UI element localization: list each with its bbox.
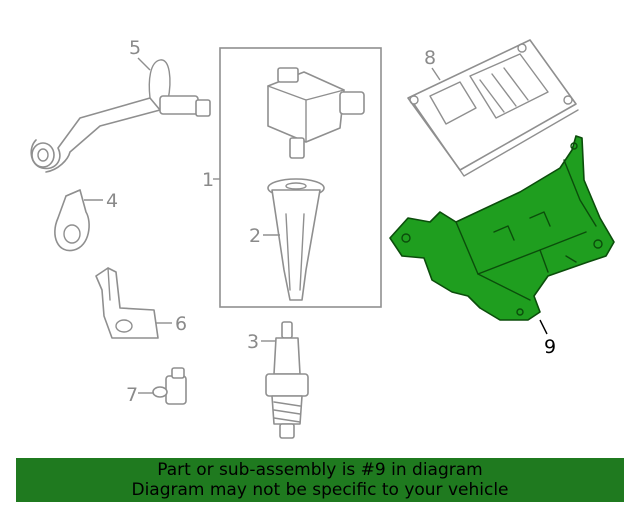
callout-5: 5 [129, 37, 141, 59]
part-9-module-bracket[interactable] [389, 135, 615, 321]
callout-1: 1 [202, 169, 214, 191]
part-8-control-module[interactable] [407, 39, 579, 177]
callout-4: 4 [106, 190, 118, 212]
part-1-ignition-coil[interactable] [267, 67, 365, 159]
callout-8: 8 [424, 47, 436, 69]
part-7-small-sensor[interactable] [152, 367, 187, 405]
parts-diagram: 5 4 6 7 1 2 [30, 37, 615, 439]
banner-line-2: Diagram may not be specific to your vehi… [131, 480, 509, 500]
part-6-position-sensor[interactable] [95, 267, 159, 339]
part-3-spark-plug[interactable] [265, 321, 309, 439]
callout-7: 7 [126, 384, 138, 406]
leader-5 [137, 57, 151, 71]
part-1-group-box [219, 47, 382, 308]
leader-9 [539, 319, 548, 335]
callout-3: 3 [247, 331, 259, 353]
callout-2: 2 [249, 225, 261, 247]
part-4-knock-sensor[interactable] [54, 189, 90, 252]
callout-9: 9 [544, 336, 556, 358]
leader-8 [431, 67, 441, 81]
banner-line-1: Part or sub-assembly is #9 in diagram [157, 460, 483, 480]
callout-6: 6 [175, 313, 187, 335]
part-info-banner: Part or sub-assembly is #9 in diagram Di… [16, 458, 624, 502]
part-2-coil-boot[interactable] [267, 178, 325, 301]
part-5-sensor-bracket[interactable] [30, 59, 211, 173]
